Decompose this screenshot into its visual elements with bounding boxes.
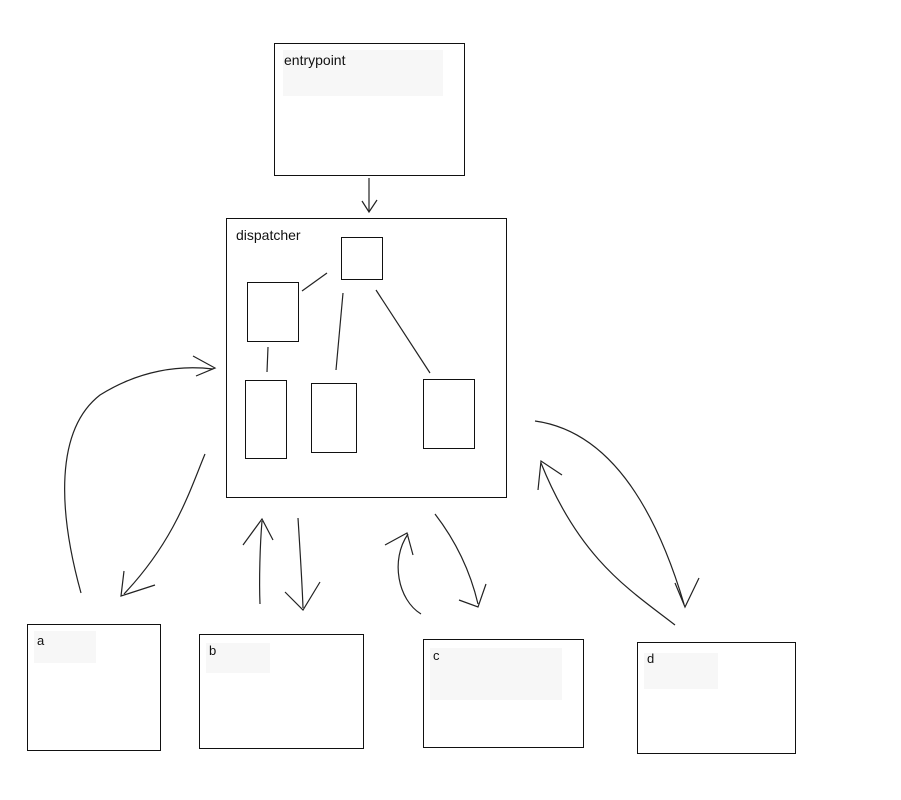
entrypoint-box: entrypoint [274,43,465,176]
entry-to-dispatcher-arrowhead [361,199,378,214]
target-label-a: a [37,633,45,648]
tree-edge-root-right [375,289,431,374]
tree-edge-root-mid [335,292,344,371]
tree-node-leaf-3 [423,379,475,449]
tree-node-left [247,282,299,342]
c-to-dispatcher-arrowhead [384,532,414,556]
tree-node-leaf-2 [311,383,357,453]
target-b-label-highlight [206,643,270,673]
entrypoint-label-highlight [283,50,443,96]
target-label-c: c [433,648,440,663]
b-to-dispatcher-arrowhead [242,517,274,546]
dispatcher-to-a-curve [123,453,206,595]
dispatcher-to-a-arrowhead [120,570,156,597]
a-to-dispatcher-arrowhead [192,355,217,377]
dispatcher-to-c-arrowhead [458,583,487,608]
dispatcher-to-c-curve [434,513,479,605]
target-a-label-highlight [34,631,96,663]
target-label-d: d [647,651,655,666]
target-c-label-highlight [430,648,562,700]
tree-edge-root-left [301,272,328,292]
dispatcher-to-d-arrowhead [674,577,700,609]
b-to-dispatcher-line [259,520,263,605]
tree-node-root [341,237,383,280]
d-to-dispatcher-arrowhead [537,459,563,491]
dispatcher-to-d-curve [534,420,685,605]
dispatcher-box: dispatcher [226,218,507,498]
target-box-b: b [199,634,364,749]
c-to-dispatcher-curve [397,533,422,615]
d-to-dispatcher-curve [540,462,676,626]
a-to-dispatcher-curve [64,367,214,594]
target-label-b: b [209,643,217,658]
dispatcher-label: dispatcher [236,227,301,243]
entrypoint-label: entrypoint [284,52,346,68]
target-box-a: a [27,624,161,751]
dispatcher-to-b-line [297,517,304,609]
dispatcher-to-b-arrowhead [284,581,321,611]
target-d-label-highlight [644,653,718,689]
target-box-d: d [637,642,796,754]
tree-edge-left-leaf [266,346,269,373]
target-box-c: c [423,639,584,748]
tree-node-leaf-1 [245,380,287,459]
